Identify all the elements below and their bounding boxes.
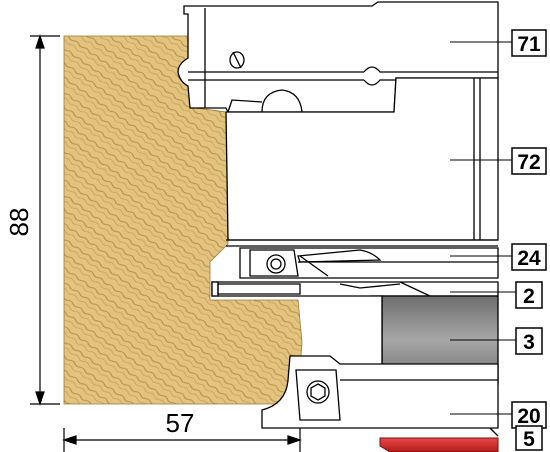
svg-text:5: 5 [523, 428, 535, 451]
height-dimension [30, 34, 60, 406]
svg-text:3: 3 [523, 331, 535, 354]
height-value: 88 [4, 208, 34, 237]
part-5-red [379, 437, 499, 452]
body-72 [225, 77, 499, 247]
svg-text:2: 2 [523, 285, 535, 308]
label-72: 72 [511, 147, 547, 175]
part-20-cutter [261, 355, 499, 437]
label-24: 24 [511, 243, 547, 271]
width-value: 57 [166, 408, 195, 438]
svg-text:20: 20 [517, 405, 540, 428]
svg-text:24: 24 [517, 247, 541, 270]
label-20: 20 [511, 401, 547, 429]
width-dimension [62, 428, 302, 452]
label-71: 71 [511, 29, 547, 57]
label-2: 2 [515, 281, 543, 309]
part-3-spacer [370, 295, 499, 385]
svg-text:71: 71 [517, 33, 541, 56]
leader-lines [450, 41, 516, 415]
part-24-plate [239, 247, 499, 279]
svg-text:72: 72 [517, 151, 540, 174]
label-3: 3 [515, 327, 543, 355]
part-2-shim [211, 281, 499, 297]
label-5: 5 [515, 425, 543, 451]
